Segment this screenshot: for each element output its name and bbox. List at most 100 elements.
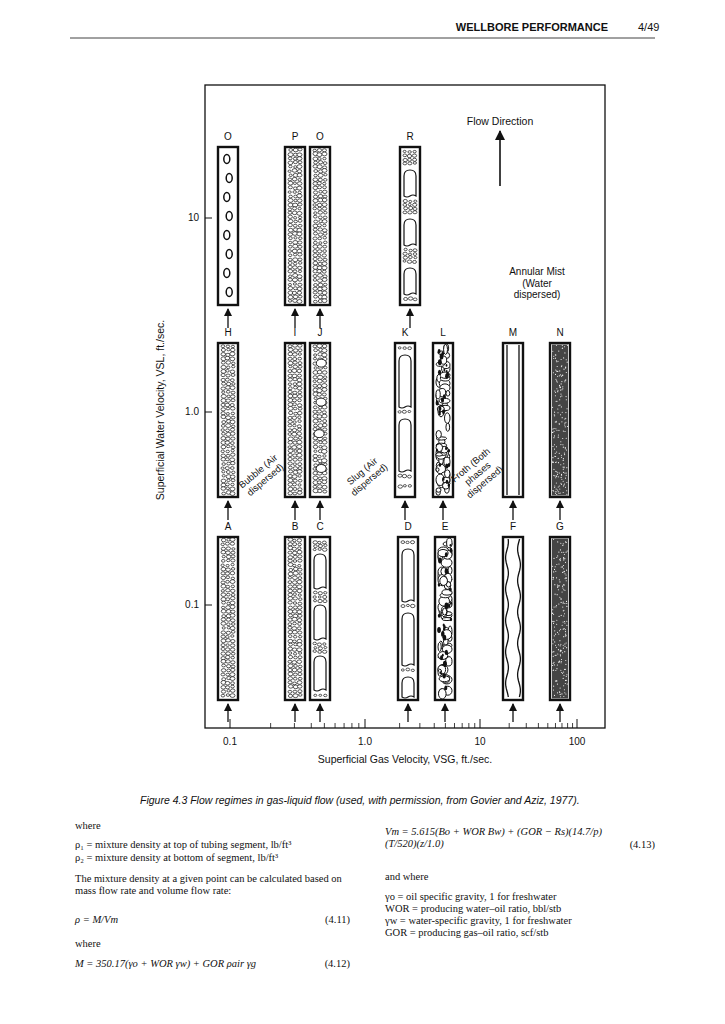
gas-bubble (413, 253, 417, 256)
gas-bubble (293, 407, 297, 410)
gas-bubble (230, 614, 235, 618)
gas-bubble (297, 232, 302, 236)
gas-bubble (398, 411, 401, 413)
mist-speckle (566, 674, 567, 675)
gas-bubble (293, 349, 298, 352)
gas-bubble (288, 265, 292, 268)
gas-bubble (225, 648, 229, 651)
liquid-blob (445, 603, 449, 609)
gas-bubble (222, 492, 226, 495)
taylor-bubble (399, 419, 411, 472)
mist-speckle (566, 601, 567, 602)
mist-speckle (563, 460, 564, 461)
mist-speckle (563, 467, 564, 468)
mist-speckle (562, 586, 563, 587)
gas-bubble (314, 220, 318, 223)
gas-bubble (298, 665, 302, 668)
tube-wall (285, 537, 305, 700)
symbol-definition: ρ₁ = mixture density at top of tubing se… (75, 839, 291, 851)
mist-speckle (560, 394, 561, 395)
tube-wall (395, 343, 415, 497)
mist-speckle (557, 555, 558, 556)
mist-speckle (563, 543, 564, 544)
gas-bubble (221, 479, 226, 483)
gas-bubble (297, 610, 302, 614)
gas-bubble (297, 627, 301, 630)
gas-bubble (318, 647, 322, 650)
gas-bubble (230, 467, 234, 470)
plot-frame (205, 85, 605, 728)
gas-bubble (221, 373, 225, 376)
gas-bubble (293, 394, 298, 398)
gas-bubble (314, 430, 324, 438)
froth-cell (436, 453, 442, 456)
mist-speckle (553, 621, 554, 622)
mist-speckle (566, 472, 567, 473)
gas-bubble (403, 347, 406, 350)
mist-speckle (558, 589, 559, 590)
mist-speckle (561, 366, 562, 367)
gas-bubble (292, 581, 297, 585)
gas-bubble (221, 429, 225, 432)
gas-bubble (313, 445, 318, 448)
tube-bore (285, 537, 305, 700)
gas-bubble (231, 374, 235, 377)
mist-speckle (562, 652, 563, 653)
gas-bubble (297, 449, 302, 453)
tube-wall (433, 343, 453, 497)
gas-bubble (293, 253, 297, 256)
gas-bubble (221, 450, 224, 453)
gas-bubble (408, 151, 411, 154)
gas-bubble (288, 694, 292, 697)
mist-speckle (566, 396, 567, 397)
gas-bubble (230, 538, 235, 542)
gas-bubble (231, 668, 235, 671)
gas-bubble (293, 458, 297, 461)
mist-speckle (558, 633, 559, 634)
gas-bubble (293, 610, 298, 614)
gas-bubble (313, 380, 316, 383)
regime-letter: R (406, 131, 413, 143)
mist-speckle (553, 689, 554, 690)
gas-bubble (322, 229, 327, 232)
tube-wall (310, 537, 330, 700)
gas-bubble (293, 492, 297, 495)
mist-speckle (565, 478, 566, 479)
gas-bubble (313, 384, 317, 387)
gas-bubble (314, 212, 317, 215)
mist-speckle (558, 405, 559, 406)
gas-bubble (288, 630, 293, 633)
mist-speckle (560, 654, 561, 655)
gas-bubble (293, 378, 297, 381)
mist-speckle (556, 564, 557, 565)
gas-bubble (221, 424, 225, 427)
mist-speckle (565, 541, 566, 542)
mist-speckle (559, 581, 560, 582)
gas-bubble (298, 283, 302, 286)
gas-bubble (313, 357, 316, 359)
mist-speckle (560, 387, 561, 388)
gas-bubble (226, 593, 230, 596)
flow-arrow (512, 704, 513, 722)
mist-speckle (561, 406, 562, 407)
gas-bubble (221, 487, 226, 491)
gas-bubble (298, 407, 302, 410)
gas-bubble (297, 648, 302, 652)
gas-bubble (318, 161, 322, 164)
gas-bubble (313, 254, 318, 257)
mist-speckle (562, 591, 563, 592)
gas-bubble (298, 344, 302, 347)
gas-bubble (231, 412, 235, 415)
gas-bubble (413, 211, 417, 214)
mist-speckle (560, 396, 561, 397)
axis-title: Superficial Gas Velocity, VSG, ft./sec. (318, 753, 492, 765)
gas-bubble (323, 258, 327, 261)
mist-speckle (563, 469, 564, 470)
mist-speckle (560, 441, 561, 442)
mist-speckle (555, 428, 556, 429)
gas-bubble (297, 369, 302, 372)
mist-speckle (563, 645, 564, 646)
gas-bubble (318, 541, 321, 544)
gas-bubble (231, 639, 235, 642)
gas-bubble (323, 162, 327, 165)
